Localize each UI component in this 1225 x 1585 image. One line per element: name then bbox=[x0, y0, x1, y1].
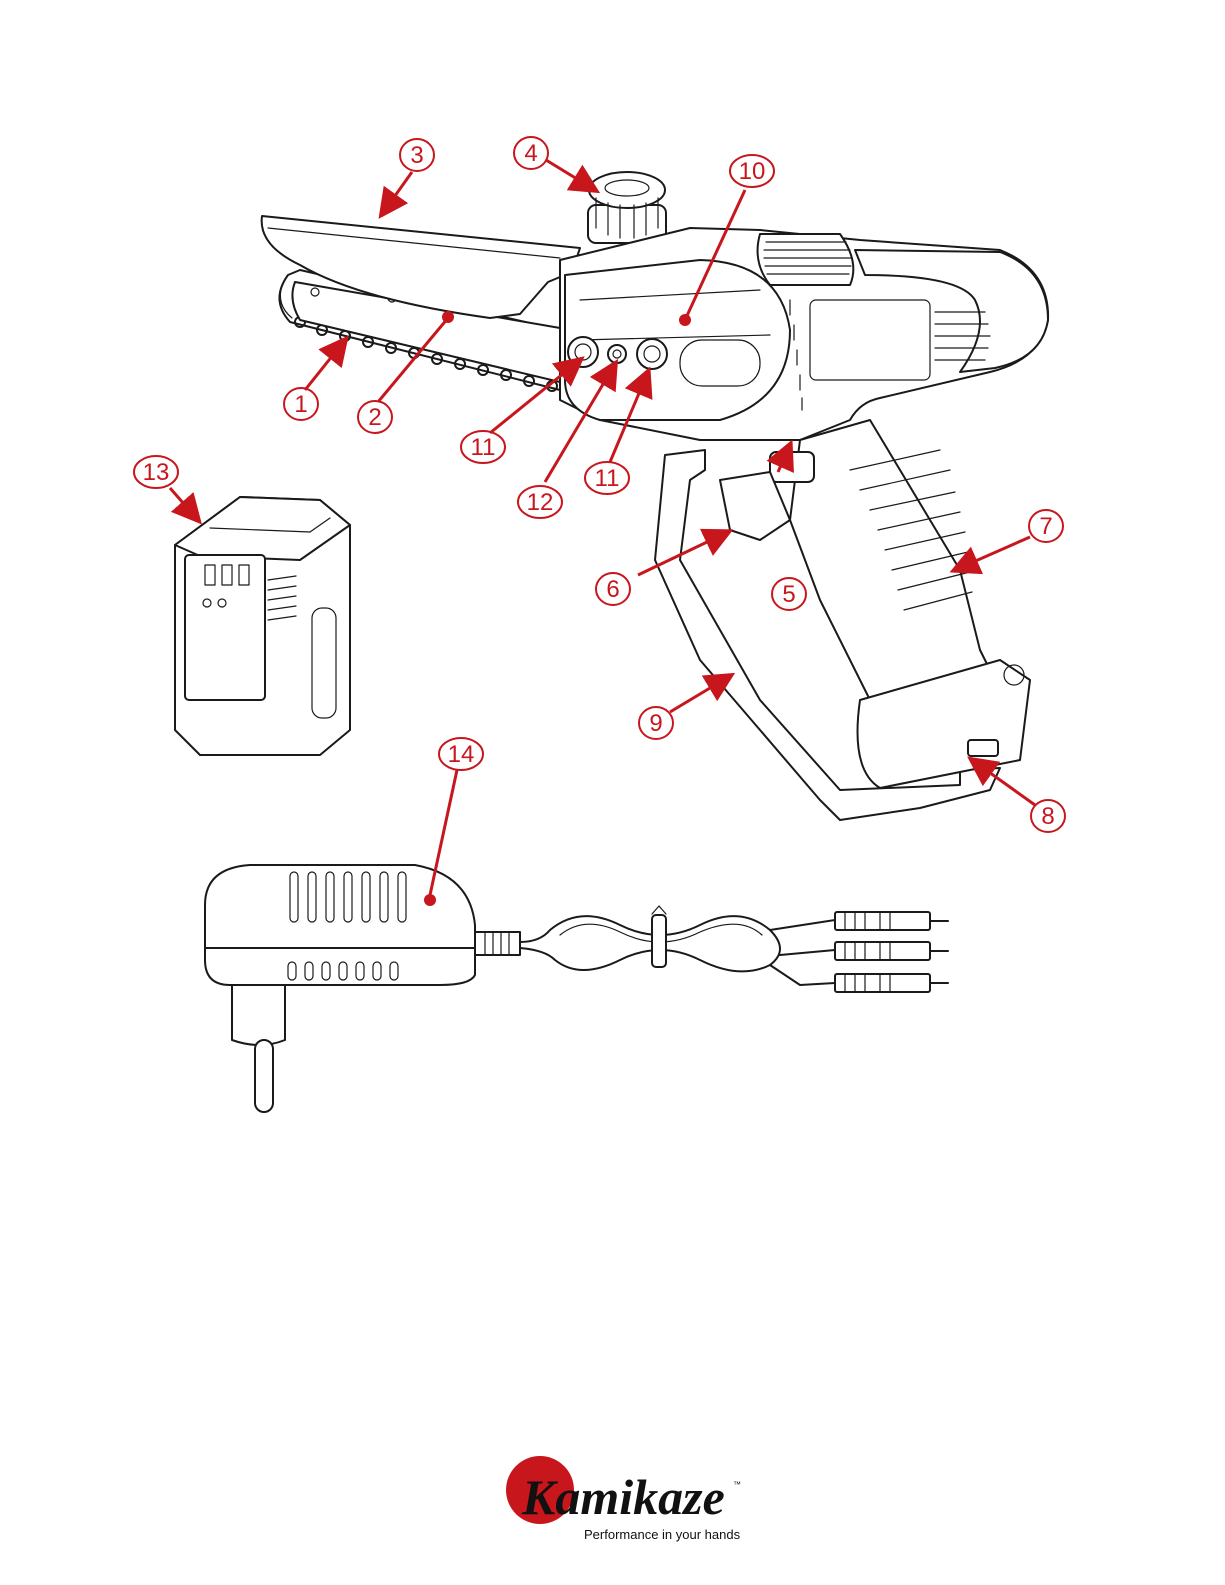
safety-lock-button bbox=[770, 452, 814, 482]
logo-wordmark: Kamikaze bbox=[521, 1469, 725, 1525]
dc-connector-3 bbox=[835, 974, 948, 992]
callout-11-right: 11 bbox=[595, 465, 620, 492]
logo-trademark: ™ bbox=[733, 1480, 741, 1489]
callout-1: 1 bbox=[294, 391, 307, 418]
callout-13: 13 bbox=[143, 459, 170, 486]
callout-12: 12 bbox=[527, 489, 554, 516]
logo-tagline: Performance in your hands bbox=[584, 1527, 741, 1542]
callout-7: 7 bbox=[1039, 513, 1052, 540]
callout-11-left: 11 bbox=[471, 434, 496, 461]
adjustment-screw bbox=[608, 345, 626, 363]
callout-14: 14 bbox=[448, 741, 475, 768]
bar-fixing-nut-right bbox=[637, 339, 667, 369]
callout-10: 10 bbox=[739, 158, 766, 185]
callout-9: 9 bbox=[649, 710, 662, 737]
callout-2: 2 bbox=[368, 404, 381, 431]
callout-5: 5 bbox=[782, 581, 795, 608]
callout-8: 8 bbox=[1041, 803, 1054, 830]
brand-logo: Kamikaze ™ Performance in your hands bbox=[506, 1456, 741, 1542]
vent-grille-top bbox=[758, 234, 854, 285]
callout-4: 4 bbox=[524, 140, 537, 167]
callout-6: 6 bbox=[606, 576, 619, 603]
bar-fixing-nut-left bbox=[568, 337, 598, 367]
dc-connector-2 bbox=[835, 942, 948, 960]
charger-drawing bbox=[205, 865, 948, 1112]
chain-tension-knob bbox=[588, 172, 666, 243]
dc-connector-1 bbox=[835, 912, 948, 930]
battery-pack-drawing bbox=[175, 497, 350, 755]
callout-3: 3 bbox=[410, 142, 423, 169]
